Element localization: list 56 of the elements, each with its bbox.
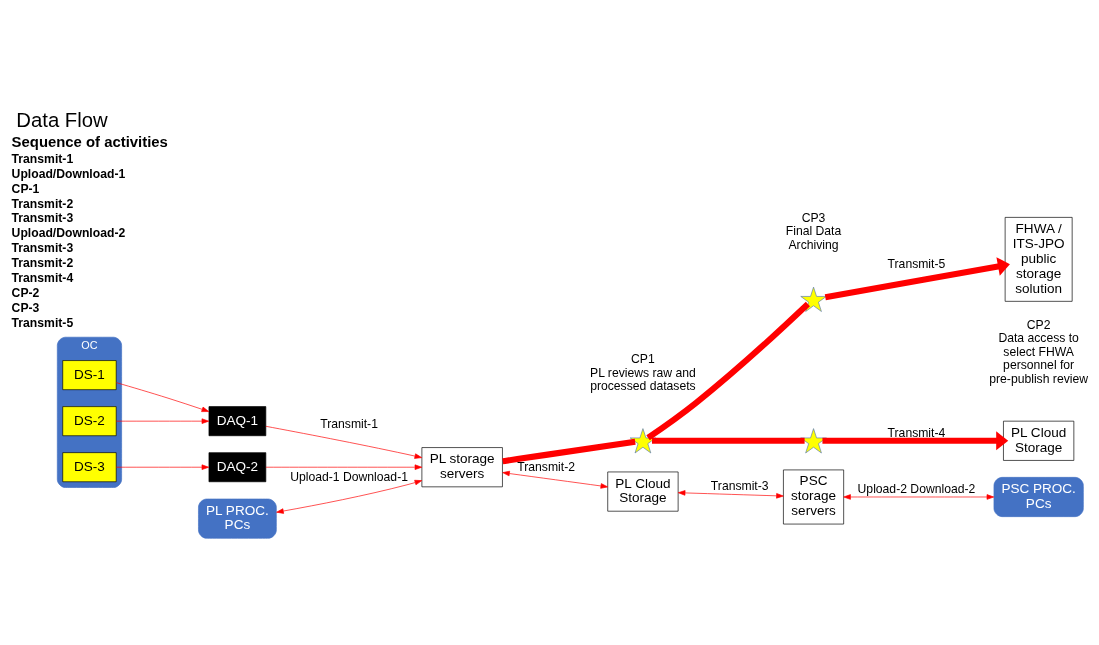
label: Transmit-4 bbox=[11, 270, 74, 285]
arrow bbox=[843, 493, 995, 500]
node-box: DAQ-1 bbox=[208, 405, 267, 436]
label: Upload/Download-1 bbox=[11, 166, 126, 181]
node-star bbox=[800, 286, 827, 312]
node-label: CP2 bbox=[1026, 317, 1051, 332]
arrow bbox=[824, 256, 1010, 300]
label: Transmit-3 bbox=[11, 240, 74, 255]
arrow bbox=[276, 479, 423, 514]
label: Transmit-2 bbox=[11, 255, 74, 270]
node-box: DS-3 bbox=[62, 451, 117, 482]
node-star bbox=[629, 427, 657, 453]
label: Transmit-3 bbox=[11, 210, 74, 225]
edge-label: Transmit-4 bbox=[887, 425, 946, 440]
node-box: PSC PROC. PCs bbox=[993, 476, 1084, 517]
arrow bbox=[502, 470, 609, 489]
arrow bbox=[822, 430, 1009, 450]
arrow bbox=[116, 417, 210, 424]
node-label: Final Data Archiving bbox=[785, 223, 842, 252]
node-box: PL PROC. PCs bbox=[198, 498, 277, 539]
node-box: DS-1 bbox=[62, 359, 117, 390]
node-box: PL Cloud Storage bbox=[607, 471, 679, 512]
diagram-title: Data Flow bbox=[16, 108, 108, 131]
label: Transmit-2 bbox=[11, 196, 74, 210]
connector bbox=[652, 437, 805, 444]
node-box: PL Cloud Storage bbox=[1003, 420, 1075, 461]
label: Upload/Download-2 bbox=[11, 225, 126, 240]
node-label: CP3 bbox=[801, 210, 826, 225]
edge-label: Transmit-3 bbox=[710, 478, 769, 493]
edge-label: Upload-1 Download-1 bbox=[290, 469, 408, 484]
label: Sequence of activities bbox=[11, 133, 168, 150]
label: CP-1 bbox=[11, 181, 40, 196]
label: CP-3 bbox=[11, 300, 40, 315]
edge-label: Transmit-1 bbox=[320, 416, 378, 431]
arrow bbox=[116, 464, 210, 470]
node-label: CP1 bbox=[631, 351, 655, 366]
label: CP-2 bbox=[11, 285, 40, 300]
node-star bbox=[800, 427, 827, 453]
node-box: PSC storage servers bbox=[783, 469, 844, 524]
node-box: PL storage servers bbox=[421, 446, 503, 487]
edge-label: Transmit-2 bbox=[517, 459, 575, 474]
edge-label: Upload-2 Download-2 bbox=[857, 481, 976, 496]
arrow bbox=[265, 425, 422, 459]
node-box: FHWA / ITS-JPO public storage solution bbox=[1004, 216, 1073, 302]
arrow bbox=[677, 489, 784, 499]
connector bbox=[502, 438, 636, 464]
connector bbox=[646, 301, 810, 440]
node-label: Data access to select FHWA personnel for pre-publish review bbox=[989, 330, 1089, 386]
node-label: PL reviews raw and processed datasets bbox=[590, 365, 696, 393]
label: Transmit-1 bbox=[11, 151, 74, 166]
arrow bbox=[265, 464, 423, 470]
edge-label: Transmit-5 bbox=[887, 256, 946, 271]
node-box: DS-2 bbox=[62, 405, 117, 436]
label: Transmit-5 bbox=[11, 315, 74, 330]
node-box: DAQ-2 bbox=[208, 451, 267, 482]
arrow bbox=[116, 381, 210, 412]
